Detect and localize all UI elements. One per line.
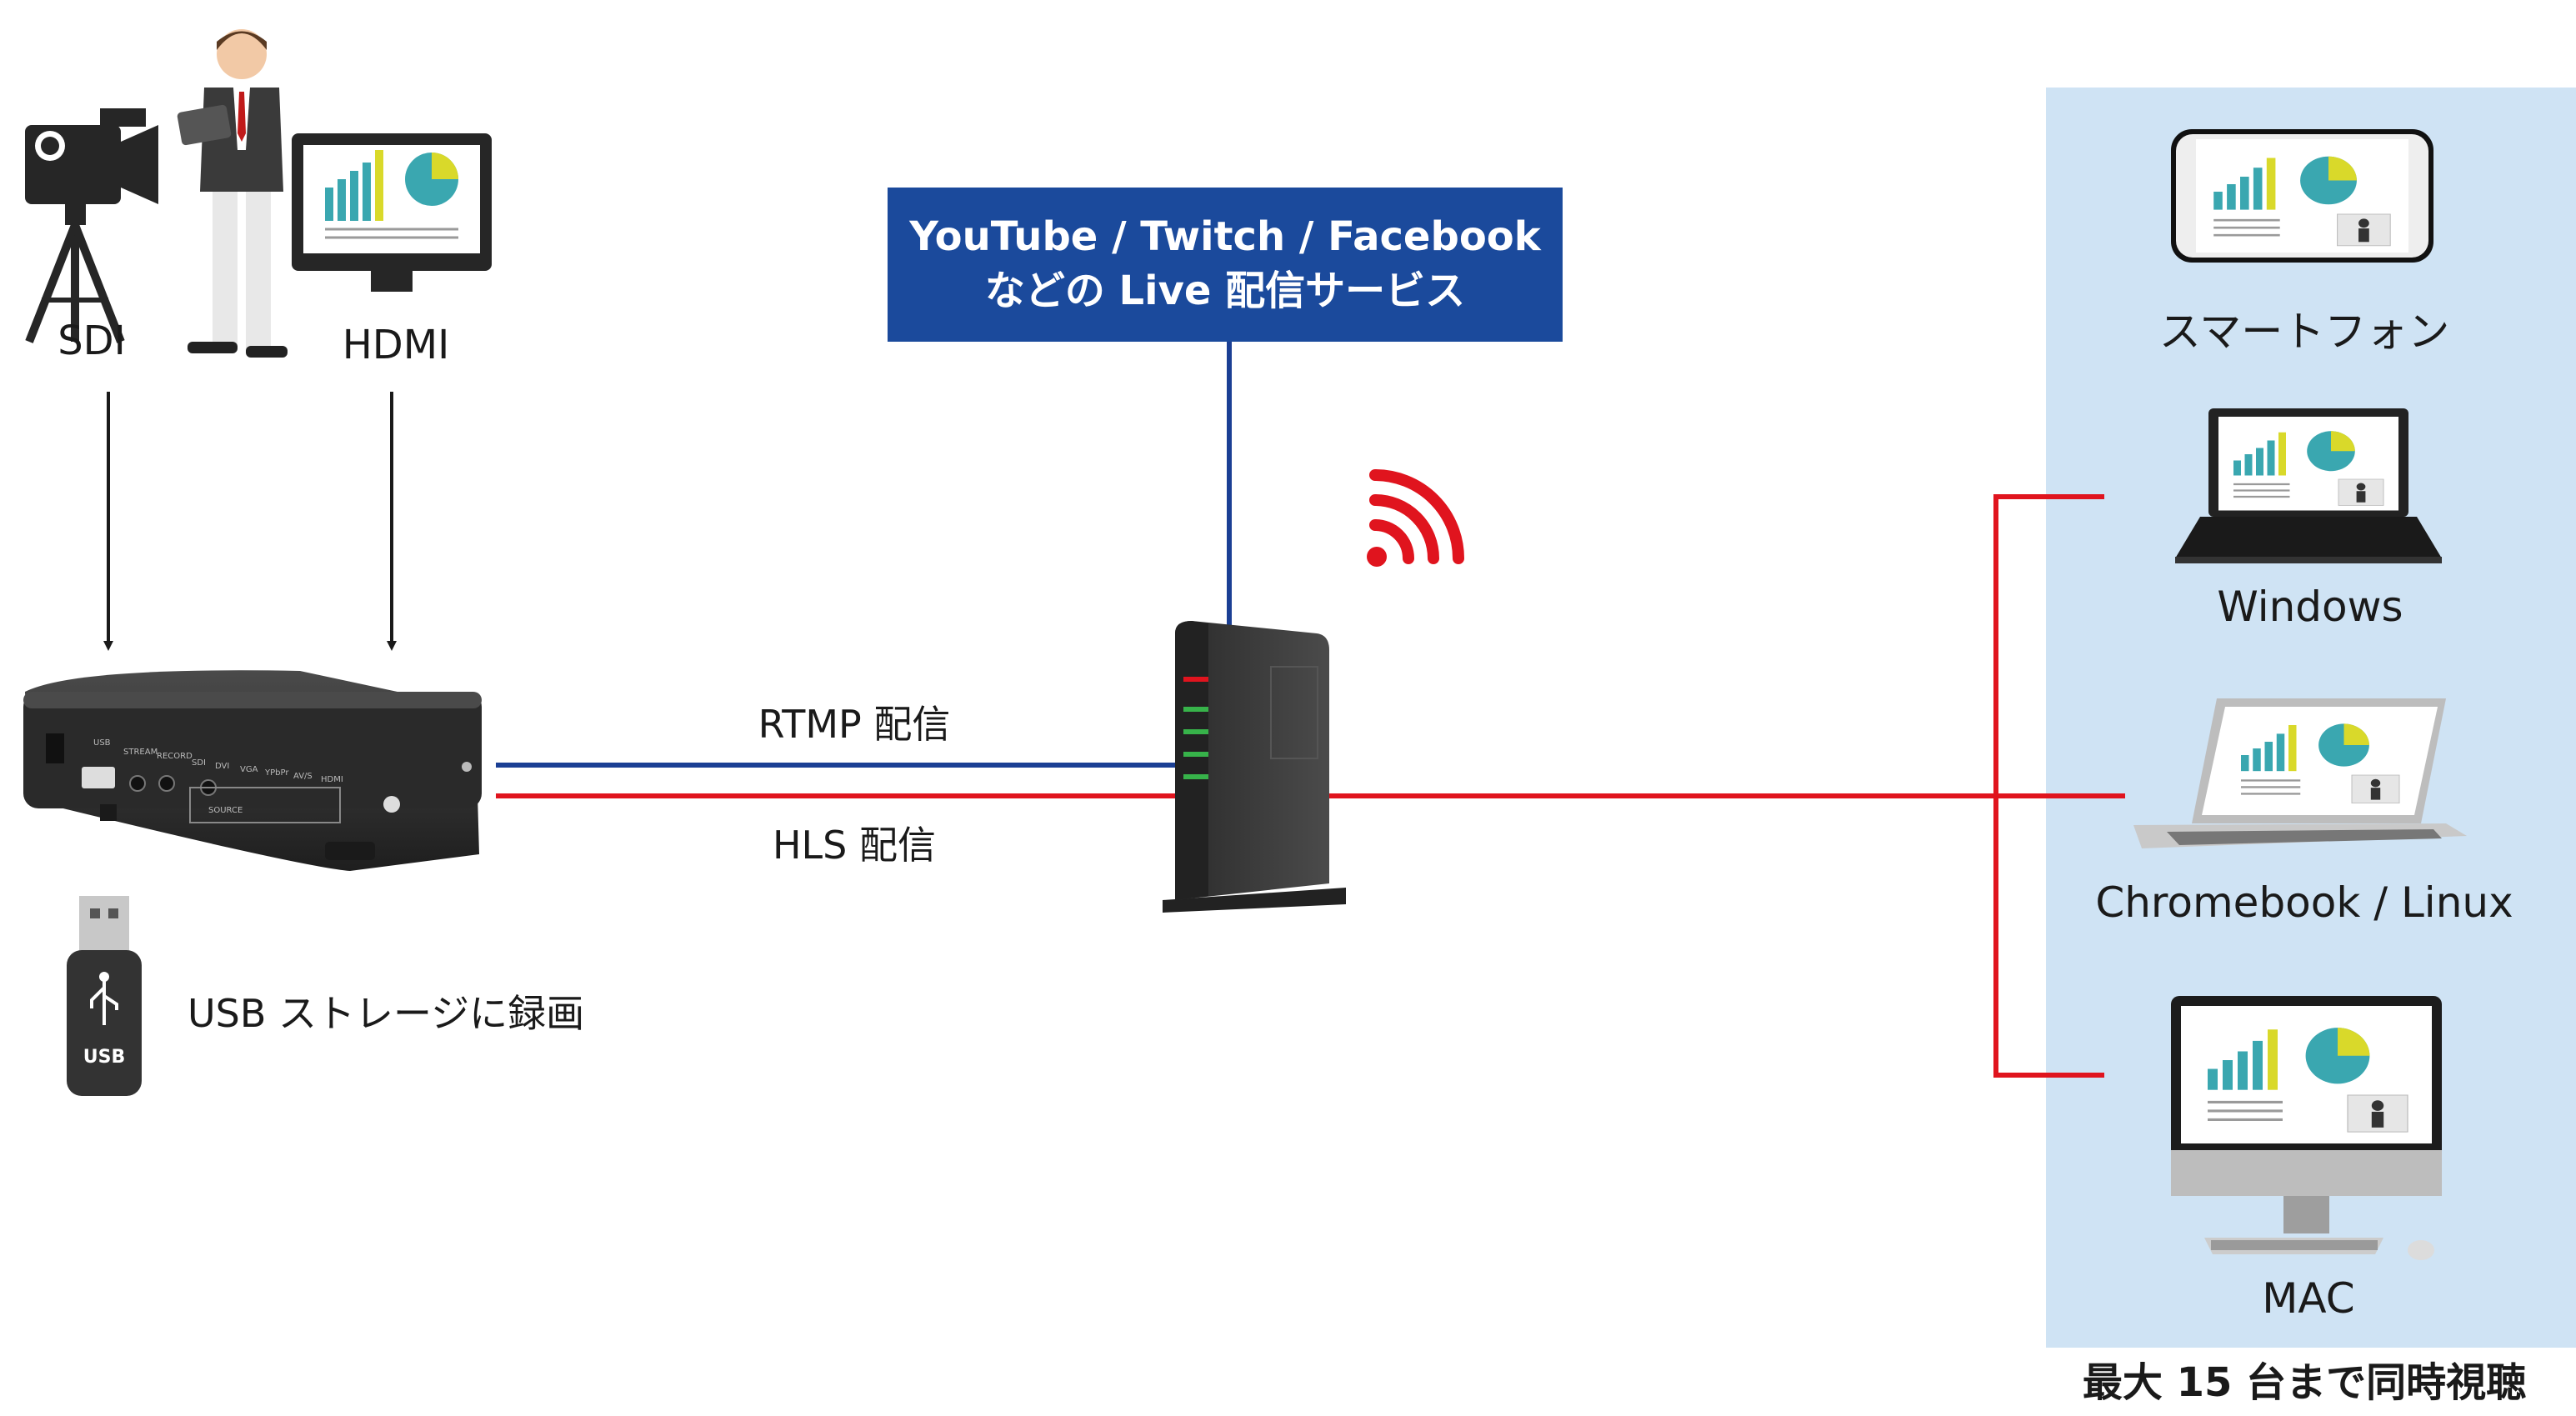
encoder-ypbpr-text: YPbPr	[264, 768, 289, 778]
sdi-label: SDI	[58, 318, 126, 364]
encoder-usb-text: USB	[93, 738, 111, 748]
usb-stick-icon: USB	[67, 896, 142, 1096]
presentation-monitor-icon	[292, 133, 492, 292]
encoder-sdi-text: SDI	[192, 758, 206, 768]
encoder-vga-text: VGA	[240, 765, 258, 774]
concurrent-viewers-caption: 最大 15 台まで同時視聴	[2083, 1359, 2526, 1406]
encoder-source-text: SOURCE	[208, 806, 243, 815]
encoder-avs-text: AV/S	[293, 772, 313, 781]
chromebook-laptop-icon	[2133, 698, 2467, 848]
device-mac-label: MAC	[2262, 1274, 2354, 1323]
device-chromebook-label: Chromebook / Linux	[2095, 878, 2513, 927]
wifi-router-icon	[1163, 621, 1346, 913]
rtmp-label: RTMP 配信	[758, 702, 951, 747]
usb-record-label: USB ストレージに録画	[188, 991, 584, 1036]
streaming-encoder-icon: USB STREAM RECORD SDI DVI VGA YPbPr AV/S…	[23, 670, 482, 871]
encoder-record-text: RECORD	[157, 752, 193, 761]
hdmi-label: HDMI	[343, 322, 450, 368]
smartphone-icon	[2171, 129, 2433, 263]
encoder-stream-text: STREAM	[123, 748, 158, 757]
encoder-dvi-text: DVI	[215, 762, 229, 771]
service-line1: YouTube / Twitch / Facebook	[908, 213, 1541, 260]
usb-stick-text: USB	[83, 1047, 125, 1068]
device-windows-label: Windows	[2217, 583, 2403, 631]
imac-desktop-icon	[2171, 996, 2442, 1260]
wifi-signal-icon	[1367, 469, 1464, 567]
connections	[496, 338, 2125, 1078]
device-smartphone-label: スマートフォン	[2159, 308, 2450, 356]
streaming-service-box: YouTube / Twitch / Facebook などの Live 配信サ…	[888, 188, 1563, 342]
service-line2: などの Live 配信サービス	[985, 268, 1465, 314]
windows-laptop-icon	[2175, 408, 2442, 563]
video-camera-icon	[25, 108, 158, 343]
presenter-with-tablet-icon	[177, 29, 288, 358]
encoder-hdmi-text: HDMI	[321, 775, 343, 784]
hls-label: HLS 配信	[773, 823, 936, 868]
